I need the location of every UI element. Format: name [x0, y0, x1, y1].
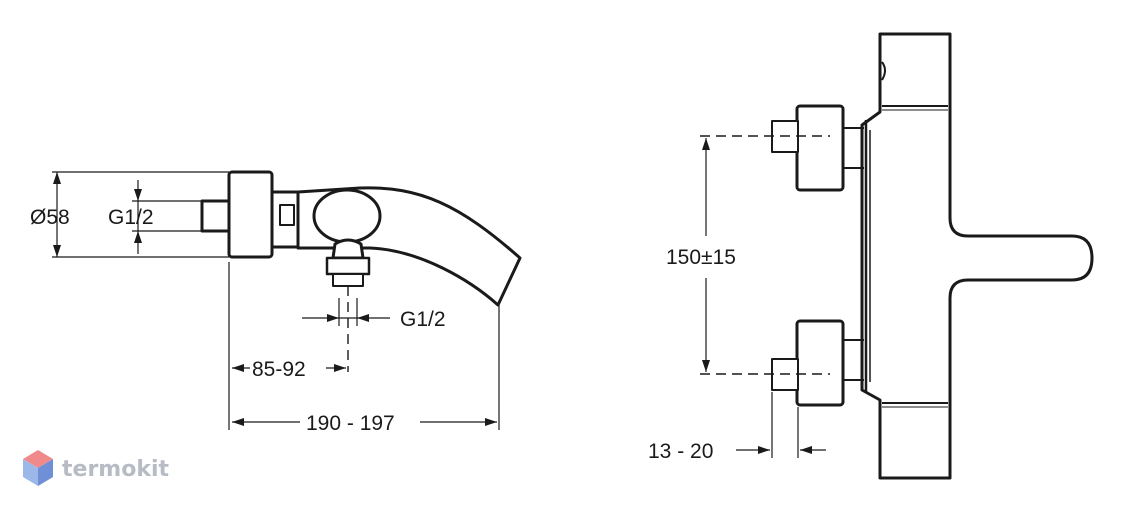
side-view: Ø58 G1/2 G1/2 85-92 190 - 197 — [30, 170, 522, 435]
wall-flange — [227, 170, 274, 259]
dim-85-92: 85-92 — [252, 358, 306, 381]
outlet-thread-label: G1/2 — [400, 308, 446, 331]
diameter-label: Ø58 — [30, 206, 70, 229]
watermark: termokit — [23, 450, 169, 486]
offset-label: 13 - 20 — [648, 440, 713, 463]
shower-outlet-nut — [325, 256, 371, 276]
shower-outlet-neck — [331, 238, 365, 260]
diverter-knob — [312, 188, 382, 244]
inlet-thread-label: G1/2 — [108, 206, 154, 229]
spacing-label: 150±15 — [666, 246, 736, 269]
front-view: 150±15 13 - 20 — [648, 32, 1094, 480]
lower-eccentric-nut — [795, 319, 845, 407]
small-nut — [279, 204, 295, 226]
watermark-brand: termokit — [62, 457, 169, 482]
thermostat-body — [860, 32, 1094, 480]
termokit-logo-icon — [23, 450, 53, 486]
dim-190-197: 190 - 197 — [306, 412, 395, 435]
upper-eccentric-nut — [795, 104, 845, 192]
shower-outlet-thread — [332, 273, 364, 287]
inlet-nipple — [200, 199, 232, 233]
